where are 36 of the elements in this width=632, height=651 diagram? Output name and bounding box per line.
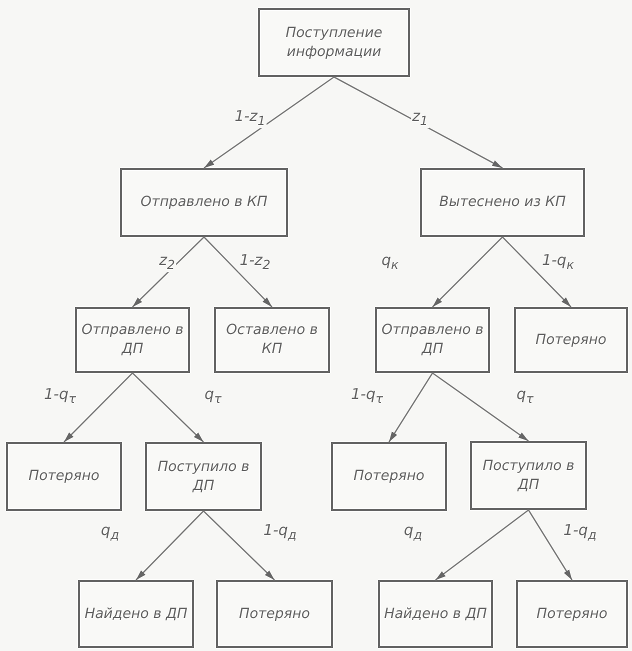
- process-box: Оставлено в КП: [214, 307, 330, 373]
- edge-label: 1-q$_{τ}$: [350, 386, 384, 406]
- edge-label: 1-q$_{д}$: [562, 522, 598, 542]
- arrow: [432, 236, 503, 308]
- process-box: Потеряно: [514, 307, 628, 373]
- edge-label: 1-z$_{1}$: [234, 108, 266, 128]
- arrow: [204, 236, 272, 308]
- arrow: [136, 510, 204, 580]
- process-box: Потеряно: [6, 442, 122, 511]
- arrow: [334, 76, 503, 169]
- edge-label: 1-q$_{к}$: [540, 252, 576, 272]
- edge-label: 1-q$_{τ}$: [43, 386, 77, 406]
- process-box: Найдено в ДП: [378, 580, 493, 648]
- process-box: Потеряно: [331, 442, 447, 511]
- process-box: Отправлено в ДП: [375, 307, 490, 373]
- process-box: Потеряно: [516, 580, 628, 648]
- arrow: [435, 509, 529, 581]
- process-box: Поступило в ДП: [470, 441, 587, 510]
- process-box: Найдено в ДП: [78, 580, 194, 648]
- process-box: Поступило в ДП: [145, 442, 262, 511]
- edge-label: 1-q$_{д}$: [262, 522, 298, 542]
- edge-label: 1-z$_{2}$: [238, 252, 272, 272]
- arrow: [64, 372, 133, 442]
- process-box: Поступление информации: [258, 8, 410, 77]
- arrow: [388, 372, 434, 442]
- arrow: [132, 372, 204, 442]
- arrow: [432, 372, 529, 442]
- arrow: [203, 510, 275, 580]
- process-box: Отправлено в ДП: [75, 307, 190, 373]
- arrow: [502, 236, 572, 308]
- arrow: [132, 236, 204, 308]
- arrow: [528, 510, 573, 580]
- process-box: Отправлено в КП: [120, 168, 288, 237]
- arrow: [204, 76, 334, 169]
- process-box: Вытеснено из КП: [420, 168, 585, 237]
- process-box: Потеряно: [216, 580, 333, 648]
